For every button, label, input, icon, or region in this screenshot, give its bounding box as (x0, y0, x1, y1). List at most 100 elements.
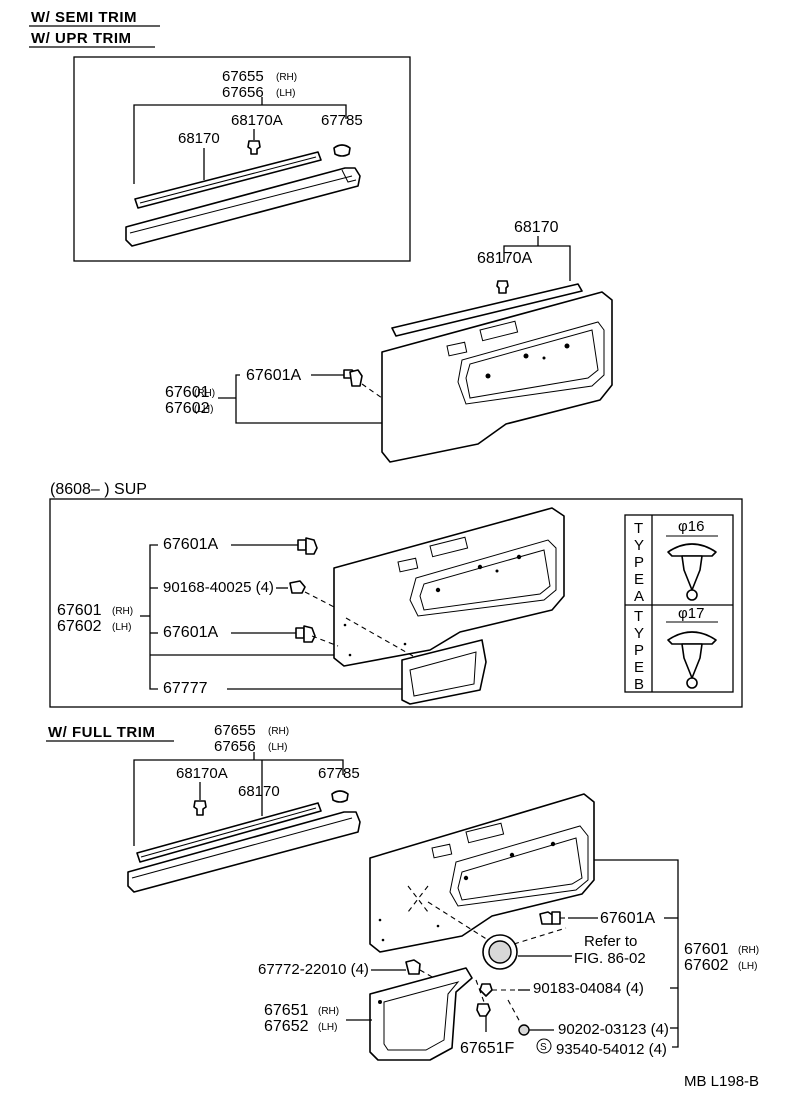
part-number-67656: 67656 (222, 84, 264, 101)
figure-reference: FIG. 86-02 (574, 950, 646, 967)
part-number-67655: 67655 (214, 722, 256, 739)
panel-recess-inner (465, 329, 599, 399)
armrest-opening (429, 536, 469, 558)
panel-opening (397, 557, 419, 573)
dashed-leader (513, 927, 567, 945)
part-number-68170A: 68170A (477, 250, 532, 267)
part-number-67652: 67652 (264, 1018, 309, 1035)
dashed-leader (407, 885, 429, 913)
type-letter: P (634, 554, 644, 571)
type-b-clip-stem (681, 643, 703, 679)
hole (509, 852, 515, 858)
armrest-opening (479, 320, 519, 342)
side-lh: (LH) (268, 742, 287, 753)
molding-line (129, 175, 353, 234)
door-pocket-67651 (369, 967, 473, 1061)
clip-67601A-head (551, 911, 561, 925)
clip-67601A-head (305, 537, 318, 555)
type-letter: Y (634, 537, 644, 554)
part-number-93540-54012: 93540-54012 (4) (556, 1041, 667, 1058)
hole (343, 623, 347, 627)
side-rh: (RH) (194, 388, 215, 399)
hole (463, 875, 469, 881)
screw-90183-04084 (479, 983, 493, 997)
part-number-67601A: 67601A (163, 536, 218, 553)
clip-67772-22010 (405, 959, 421, 975)
side-rh: (RH) (112, 606, 133, 617)
part-number-67601A: 67601A (246, 367, 301, 384)
type-letter: P (634, 642, 644, 659)
door-trim-panel (381, 291, 613, 463)
door-trim-panel (369, 793, 595, 953)
end-cap-67785 (333, 144, 351, 157)
molding-line (131, 817, 353, 879)
bezel-inner (488, 940, 512, 964)
side-rh: (RH) (318, 1006, 339, 1017)
clip-67601A-head (349, 369, 363, 387)
leader-bracket (503, 245, 571, 281)
part-number-68170: 68170 (514, 219, 559, 236)
panel-opening (446, 341, 468, 357)
part-number-67655: 67655 (222, 68, 264, 85)
strip-line (139, 156, 317, 204)
leader-bracket (594, 859, 679, 1048)
dashed-leader (361, 383, 383, 399)
part-number-67772-22010: 67772-22010 (4) (258, 961, 369, 978)
dimension-type-b: φ17 (678, 605, 704, 622)
type-letter: Y (634, 625, 644, 642)
type-letter: T (634, 520, 643, 537)
leader-bracket (133, 759, 344, 846)
hole (550, 841, 556, 847)
panel-recess-inner (457, 837, 583, 901)
panel-recess (449, 825, 589, 907)
weatherstrip-68170 (391, 283, 583, 337)
clip-67601A (295, 627, 305, 639)
part-number-67785: 67785 (321, 112, 363, 129)
dashed-leader (507, 999, 521, 1023)
part-number-68170: 68170 (178, 130, 220, 147)
part-number-90168-40025: 90168-40025 (4) (163, 579, 274, 596)
side-lh: (LH) (194, 404, 213, 415)
map-pocket-67777 (401, 639, 487, 705)
type-a-clip-head (667, 543, 717, 557)
figure-code: MB L198-B (684, 1073, 759, 1090)
hole (516, 554, 522, 560)
s-mark-circle (536, 1038, 552, 1054)
part-number-67785: 67785 (318, 765, 360, 782)
garnish-molding (125, 167, 361, 247)
hole (485, 373, 491, 379)
leader-bracket (133, 104, 347, 184)
hole (435, 587, 441, 593)
side-rh: (RH) (276, 72, 297, 83)
hole (495, 569, 499, 573)
armrest-opening (465, 822, 505, 844)
dashed-leader (407, 885, 429, 913)
part-number-67601: 67601 (165, 384, 210, 401)
side-rh: (RH) (268, 726, 289, 737)
part-number-67602: 67602 (165, 400, 210, 417)
part-number-68170: 68170 (238, 783, 280, 800)
molding-end (341, 169, 357, 183)
hole (523, 353, 529, 359)
dashed-leader (427, 901, 489, 941)
leader-bracket (149, 544, 158, 690)
hole (542, 356, 546, 360)
hole (348, 653, 352, 657)
header-sup: (8608– ) SUP (50, 481, 147, 498)
type-b-clip-tip (686, 677, 698, 689)
part-number-67777: 67777 (163, 680, 208, 697)
part-number-67651F: 67651F (460, 1040, 514, 1057)
clip-68170A (193, 800, 207, 816)
hole (381, 938, 385, 942)
part-number-67601A: 67601A (600, 910, 655, 927)
part-number-67602: 67602 (57, 618, 102, 635)
pocket-inner (409, 651, 477, 697)
type-letter: E (634, 659, 644, 676)
panel-opening (431, 843, 453, 859)
side-lh: (LH) (112, 622, 131, 633)
header-full-trim: W/ FULL TRIM (48, 724, 155, 741)
upr-trim-box (73, 56, 411, 262)
